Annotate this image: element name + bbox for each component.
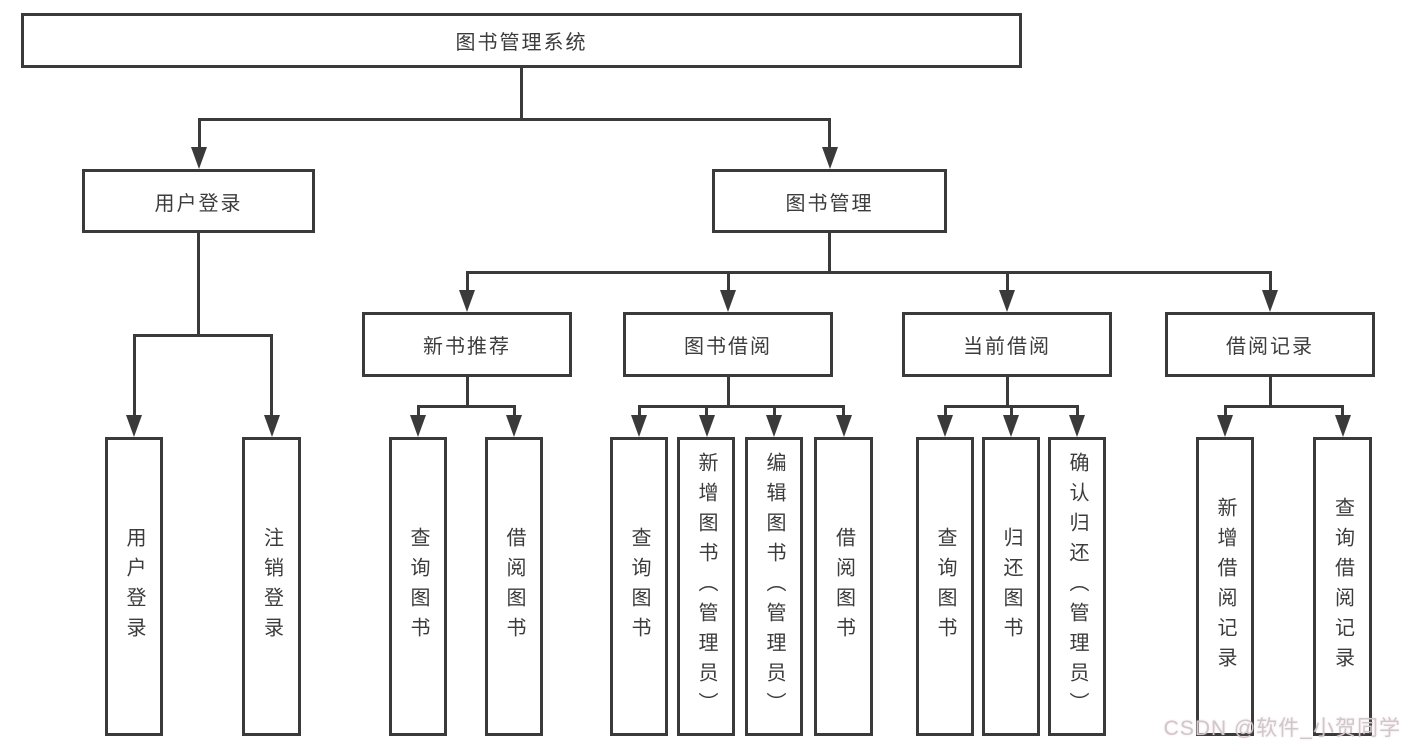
leaf-logout-label: 注销登录 — [260, 526, 283, 647]
connector-line-vertical — [1009, 405, 1013, 421]
node-root-label: 图书管理系统 — [455, 32, 588, 54]
connector-line-vertical — [726, 377, 730, 408]
leaf-borrow-borrow-books: 借阅图书 — [814, 437, 873, 736]
node-root: 图书管理系统 — [21, 13, 1022, 68]
connector-line-vertical — [842, 405, 845, 421]
arrowhead-down-icon — [999, 290, 1015, 312]
leaf-newbook-borrow-books-label: 借阅图书 — [503, 526, 525, 647]
connector-line-vertical — [132, 334, 136, 419]
connector-line-vertical — [1341, 405, 1344, 421]
arrowhead-down-icon — [766, 415, 782, 437]
csdn-watermark: CSDN @软件_小贺同学 — [1163, 717, 1401, 740]
node-book-borrowing-label: 图书借阅 — [684, 336, 772, 358]
connector-line-vertical — [726, 271, 730, 294]
leaf-borrow-add-books-admin: 新增图书（管理员） — [677, 437, 735, 736]
connector-line-vertical — [416, 405, 420, 421]
connector-line-horizontal — [1223, 404, 1344, 408]
arrowhead-down-icon — [631, 415, 647, 437]
node-book-borrowing: 图书借阅 — [623, 312, 833, 377]
connector-line-vertical — [637, 405, 641, 421]
arrowhead-down-icon — [720, 290, 736, 312]
connector-line-horizontal — [416, 404, 516, 408]
node-current-borrowing: 当前借阅 — [902, 312, 1112, 377]
node-borrow-records: 借阅记录 — [1165, 312, 1375, 377]
connector-line-horizontal — [465, 270, 1272, 274]
leaf-newbook-query-books: 查询图书 — [389, 437, 447, 736]
connector-line-vertical — [1075, 405, 1079, 421]
node-book-management-label: 图书管理 — [785, 192, 874, 215]
leaf-records-query-record-label: 查询借阅记录 — [1331, 496, 1354, 677]
arrowhead-down-icon — [410, 415, 426, 437]
arrowhead-down-icon — [1069, 415, 1085, 437]
arrowhead-down-icon — [937, 415, 953, 437]
connector-line-vertical — [197, 233, 200, 337]
connector-line-vertical — [943, 405, 947, 421]
leaf-user-login: 用户登录 — [105, 437, 163, 736]
leaf-borrow-edit-books-admin-label: 编辑图书（管理员） — [763, 451, 785, 722]
connector-line-vertical — [1005, 377, 1009, 408]
node-user-login-label: 用户登录 — [154, 192, 243, 215]
connector-line-vertical — [828, 118, 831, 151]
leaf-newbook-borrow-books: 借阅图书 — [485, 437, 543, 736]
arrowhead-down-icon — [835, 415, 852, 437]
leaf-current-confirm-return-admin: 确认归还（管理员） — [1048, 437, 1106, 736]
node-borrow-records-label: 借阅记录 — [1226, 336, 1314, 358]
connector-line-vertical — [520, 68, 523, 121]
leaf-records-add-record-label: 新增借阅记录 — [1214, 496, 1236, 677]
arrowhead-down-icon — [1217, 415, 1233, 437]
arrowhead-down-icon — [1003, 415, 1019, 437]
connector-line-vertical — [1268, 377, 1272, 408]
arrowhead-down-icon — [263, 415, 280, 437]
leaf-current-return-books: 归还图书 — [982, 437, 1040, 736]
connector-line-vertical — [512, 405, 516, 421]
leaf-records-query-record: 查询借阅记录 — [1313, 437, 1372, 736]
arrowhead-down-icon — [821, 147, 838, 169]
connector-line-vertical — [1005, 271, 1009, 294]
leaf-current-confirm-return-admin-label: 确认归还（管理员） — [1066, 451, 1088, 722]
connector-line-vertical — [270, 334, 273, 419]
connector-line-vertical — [465, 271, 469, 294]
leaf-borrow-add-books-admin-label: 新增图书（管理员） — [695, 451, 717, 722]
arrowhead-down-icon — [126, 415, 142, 437]
connector-line-vertical — [1223, 405, 1227, 421]
connector-line-horizontal — [943, 404, 1079, 408]
leaf-borrow-edit-books-admin: 编辑图书（管理员） — [745, 437, 803, 736]
connector-line-horizontal — [637, 404, 845, 408]
leaf-newbook-query-books-label: 查询图书 — [407, 526, 429, 647]
connector-line-horizontal — [132, 333, 273, 337]
connector-line-vertical — [1268, 271, 1272, 294]
leaf-borrow-borrow-books-label: 借阅图书 — [832, 526, 855, 647]
node-user-login: 用户登录 — [82, 169, 315, 233]
arrowhead-down-icon — [191, 147, 207, 169]
connector-line-horizontal — [197, 117, 831, 121]
arrowhead-down-icon — [1334, 415, 1351, 437]
leaf-borrow-query-books-label: 查询图书 — [628, 526, 650, 647]
arrowhead-down-icon — [698, 415, 715, 437]
leaf-user-login-label: 用户登录 — [123, 526, 145, 647]
arrowhead-down-icon — [506, 415, 522, 437]
leaf-current-query-books-label: 查询图书 — [934, 526, 956, 647]
arrowhead-down-icon — [1262, 290, 1278, 312]
node-current-borrowing-label: 当前借阅 — [963, 336, 1051, 358]
connector-line-vertical — [705, 405, 708, 421]
connector-line-vertical — [197, 118, 201, 151]
leaf-borrow-query-books: 查询图书 — [610, 437, 668, 736]
leaf-records-add-record: 新增借阅记录 — [1196, 437, 1254, 736]
leaf-current-return-books-label: 归还图书 — [1000, 526, 1022, 647]
connector-line-vertical — [828, 233, 831, 274]
node-book-management: 图书管理 — [712, 169, 947, 233]
leaf-logout: 注销登录 — [242, 437, 301, 736]
leaf-current-query-books: 查询图书 — [916, 437, 974, 736]
node-new-book-recommend: 新书推荐 — [362, 312, 572, 377]
node-new-book-recommend-label: 新书推荐 — [423, 336, 511, 358]
arrowhead-down-icon — [459, 290, 475, 312]
connector-line-vertical — [465, 377, 469, 408]
connector-line-vertical — [772, 405, 776, 421]
